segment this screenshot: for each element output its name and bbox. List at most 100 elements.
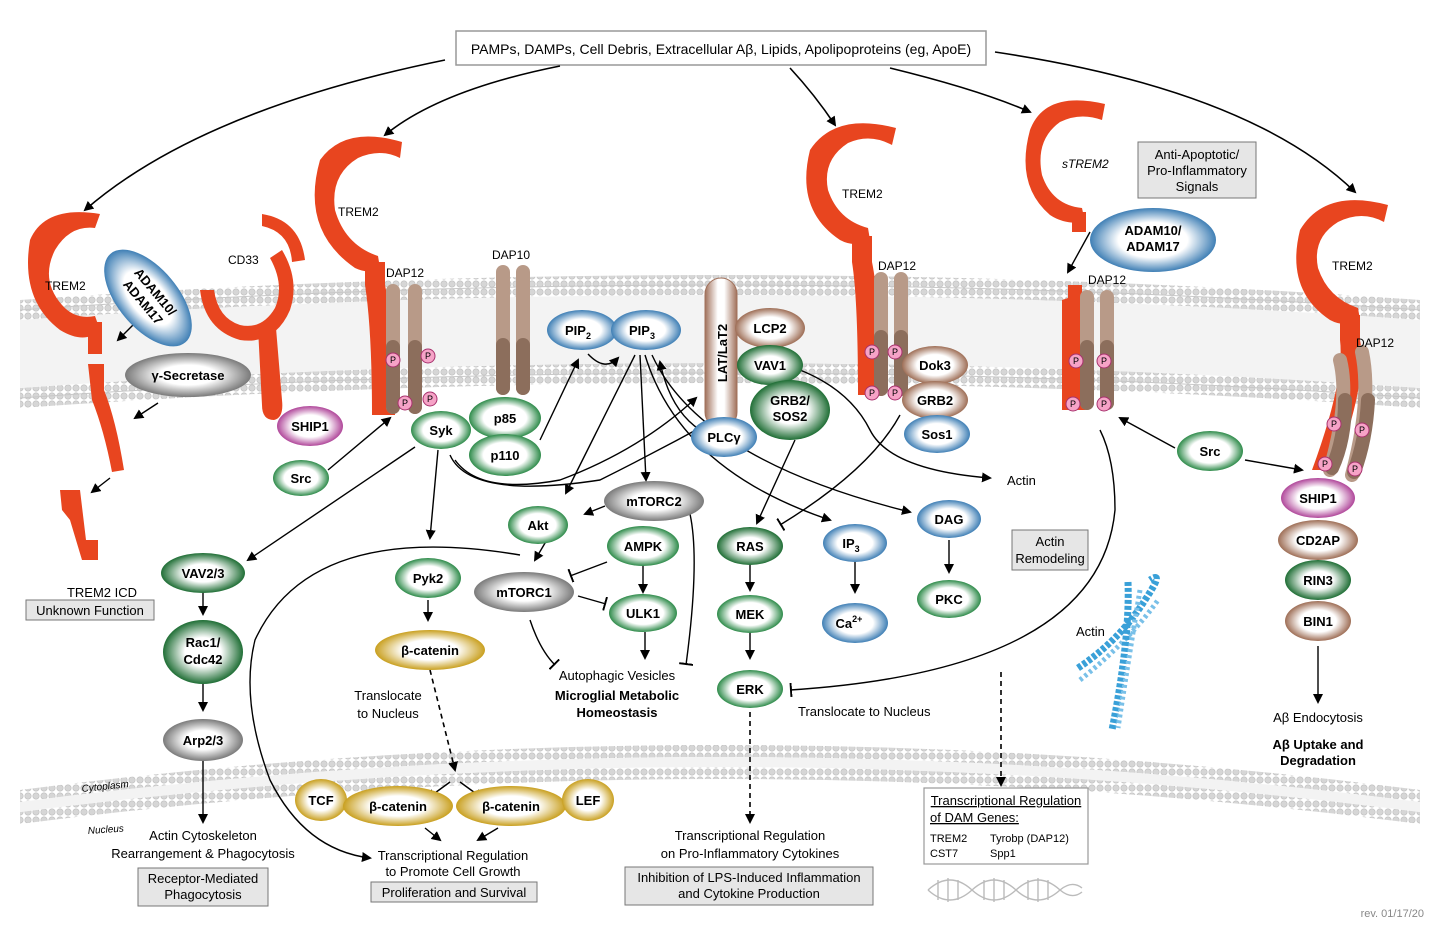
bcatenin-cyto: β-catenin <box>375 630 485 670</box>
svg-text:to Promote Cell Growth: to Promote Cell Growth <box>385 864 520 879</box>
proliferation-box: Proliferation and Survival <box>370 881 538 903</box>
nucleus-label: Nucleus <box>87 823 124 836</box>
svg-text:Degradation: Degradation <box>1280 753 1356 768</box>
svg-text:Src: Src <box>291 471 312 486</box>
svg-text:Actin: Actin <box>1036 534 1065 549</box>
cd33-receptor: CD33 <box>200 214 305 420</box>
rin3: RIN3 <box>1285 560 1351 600</box>
receptor-phago-box: Receptor-Mediated Phagocytosis <box>137 867 269 907</box>
svg-text:Transcriptional Regulation: Transcriptional Regulation <box>931 793 1082 808</box>
revision-label: rev. 01/17/20 <box>1361 908 1424 920</box>
inhibition-box: Inhibition of LPS-Induced Inflammation a… <box>624 866 874 906</box>
svg-text:P: P <box>1352 464 1358 474</box>
p-d4: P <box>1096 396 1112 412</box>
svg-text:P: P <box>869 388 875 398</box>
ulk1: ULK1 <box>609 594 677 632</box>
svg-text:MEK: MEK <box>736 607 766 622</box>
autophagic-label: Autophagic Vesicles <box>559 668 676 683</box>
svg-text:Ca2+: Ca2+ <box>836 614 863 631</box>
svg-text:LAT/LaT2: LAT/LaT2 <box>715 324 730 382</box>
svg-text:ADAM17: ADAM17 <box>1126 239 1179 254</box>
signaling-arrows <box>90 231 1323 862</box>
p-c1: P <box>864 344 880 360</box>
svg-text:Transcriptional Regulation: Transcriptional Regulation <box>378 848 529 863</box>
grb2-sos2: GRB2/ SOS2 <box>750 380 830 440</box>
svg-text:Syk: Syk <box>429 423 453 438</box>
dap12-b: DAP12 <box>386 266 424 414</box>
svg-text:Aβ Uptake and: Aβ Uptake and <box>1272 737 1363 752</box>
cytoplasm-label: Cytoplasm <box>81 779 129 795</box>
svg-text:Sos1: Sos1 <box>921 427 952 442</box>
svg-text:VAV2/3: VAV2/3 <box>182 566 225 581</box>
svg-text:Pyk2: Pyk2 <box>413 571 443 586</box>
p110: p110 <box>469 434 541 476</box>
adam-right: ADAM10/ ADAM17 <box>1090 208 1216 272</box>
sos1: Sos1 <box>904 415 970 453</box>
gamma-secretase: γ-Secretase <box>125 353 251 397</box>
p-b2: P <box>420 348 436 364</box>
rac1-cdc42: Rac1/ Cdc42 <box>163 620 243 684</box>
svg-text:Inhibition of LPS-Induced Infl: Inhibition of LPS-Induced Inflammation <box>637 870 860 885</box>
svg-text:P: P <box>390 355 396 365</box>
svg-text:RAS: RAS <box>736 539 764 554</box>
svg-text:RIN3: RIN3 <box>1303 573 1333 588</box>
trem2-left-label: TREM2 <box>45 279 86 293</box>
ca2: Ca2+ <box>822 603 888 643</box>
ras: RAS <box>717 527 783 565</box>
tcf: TCF <box>295 779 347 821</box>
svg-text:LEF: LEF <box>576 793 601 808</box>
svg-text:TCF: TCF <box>308 793 333 808</box>
dap10: DAP10 <box>492 248 530 395</box>
svg-text:on Pro-Inflammatory Cytokines: on Pro-Inflammatory Cytokines <box>661 846 840 861</box>
p-b1: P <box>385 352 401 368</box>
dap12-d-label: DAP12 <box>1088 273 1126 287</box>
src-right: Src <box>1177 431 1243 471</box>
svg-text:SOS2: SOS2 <box>773 409 808 424</box>
ligands-text: PAMPs, DAMPs, Cell Debris, Extracellular… <box>471 41 971 57</box>
labels: TREM2 ICD Actin Actin Translocate to Nuc… <box>67 473 1424 920</box>
actin-remodeling-box: Actin Remodeling <box>1011 529 1089 571</box>
svg-text:Unknown Function: Unknown Function <box>36 603 144 618</box>
svg-text:PLCγ: PLCγ <box>707 430 741 445</box>
pip3: PIP3 <box>611 310 681 350</box>
ip3: IP3 <box>823 524 887 562</box>
svg-text:p110: p110 <box>491 448 520 463</box>
ampk: AMPK <box>607 526 679 566</box>
svg-text:P: P <box>892 347 898 357</box>
arrow-to-strem2 <box>889 67 1032 114</box>
svg-text:SHIP1: SHIP1 <box>1299 491 1337 506</box>
svg-text:AMPK: AMPK <box>624 539 663 554</box>
svg-text:Proliferation and Survival: Proliferation and Survival <box>382 885 527 900</box>
p-c4: P <box>887 385 903 401</box>
svg-text:P: P <box>427 394 433 404</box>
dap12-right: DAP12 <box>1323 336 1394 482</box>
svg-text:P: P <box>1101 356 1107 366</box>
svg-text:P: P <box>1322 459 1328 469</box>
svg-text:to Nucleus: to Nucleus <box>357 706 419 721</box>
dok3: Dok3 <box>902 346 968 384</box>
svg-text:ERK: ERK <box>736 682 764 697</box>
pyk2: Pyk2 <box>395 558 461 598</box>
arrow-to-trem2-left <box>83 59 446 212</box>
svg-text:mTORC2: mTORC2 <box>626 494 681 509</box>
outcome-boxes: Unknown Function Receptor-Mediated Phago… <box>25 141 1257 907</box>
actin-filament-icon <box>1076 574 1161 731</box>
svg-text:Receptor-Mediated: Receptor-Mediated <box>148 871 259 886</box>
dap10-label: DAP10 <box>492 248 530 262</box>
lcp2: LCP2 <box>735 308 805 348</box>
svg-text:GRB2/: GRB2/ <box>770 393 810 408</box>
svg-text:γ-Secretase: γ-Secretase <box>152 368 225 383</box>
svg-text:SHIP1: SHIP1 <box>291 419 329 434</box>
strem2-receptor: sTREM2 <box>1025 100 1109 232</box>
svg-text:P: P <box>869 347 875 357</box>
nuclear-membrane <box>20 745 1420 824</box>
abeta-endo-label: Aβ Endocytosis <box>1273 710 1363 725</box>
phospho-sites: P P P P P P P P P P P P P P P P <box>385 344 1370 477</box>
ligands-box: PAMPs, DAMPs, Cell Debris, Extracellular… <box>455 30 987 66</box>
svg-text:Src: Src <box>1200 444 1221 459</box>
svg-text:TREM2: TREM2 <box>930 833 967 845</box>
svg-text:Microglial Metabolic: Microglial Metabolic <box>555 688 679 703</box>
svg-text:Phagocytosis: Phagocytosis <box>164 887 242 902</box>
